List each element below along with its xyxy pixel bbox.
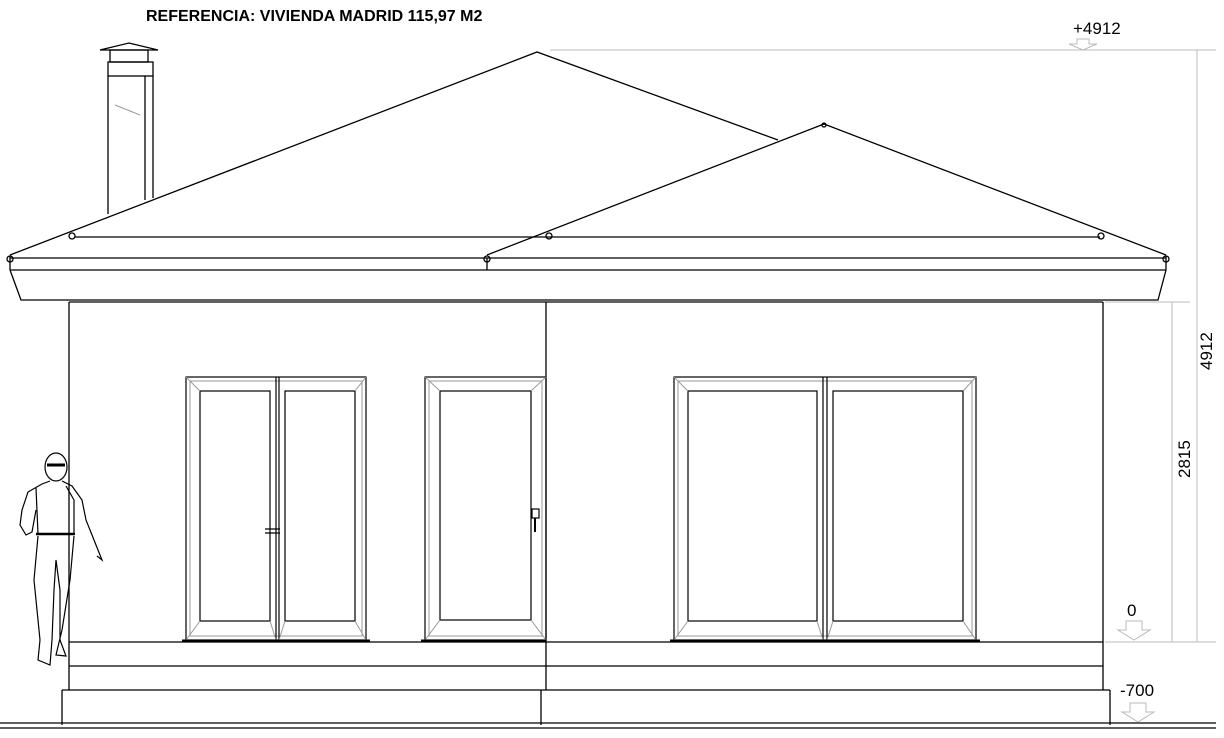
level-label-base: -700 [1120, 681, 1154, 700]
dimension-total-height: 4912 [1197, 332, 1216, 370]
level-label-top: +4912 [1073, 19, 1121, 38]
door-handle-icon[interactable] [531, 508, 540, 519]
level-arrow-icon [1120, 702, 1156, 723]
french-window-right[interactable] [670, 376, 980, 643]
dimension-lines [550, 38, 1216, 723]
chimney [99, 42, 159, 214]
drawing-title: REFERENCIA: VIVIENDA MADRID 115,97 M2 [146, 8, 483, 25]
facade-walls [61, 301, 1111, 725]
secondary-roof [486, 122, 1167, 256]
human-figure [19, 452, 104, 666]
level-arrow-icon [1116, 620, 1152, 641]
eaves [6, 255, 1170, 301]
entrance-door[interactable] [421, 376, 547, 643]
ground-line [0, 722, 1216, 729]
french-window-left[interactable] [182, 376, 370, 643]
dimension-wall-height: 2815 [1175, 440, 1194, 478]
main-roof [9, 51, 779, 256]
level-arrow-icon [1068, 38, 1098, 51]
level-label-ground: 0 [1127, 601, 1136, 620]
